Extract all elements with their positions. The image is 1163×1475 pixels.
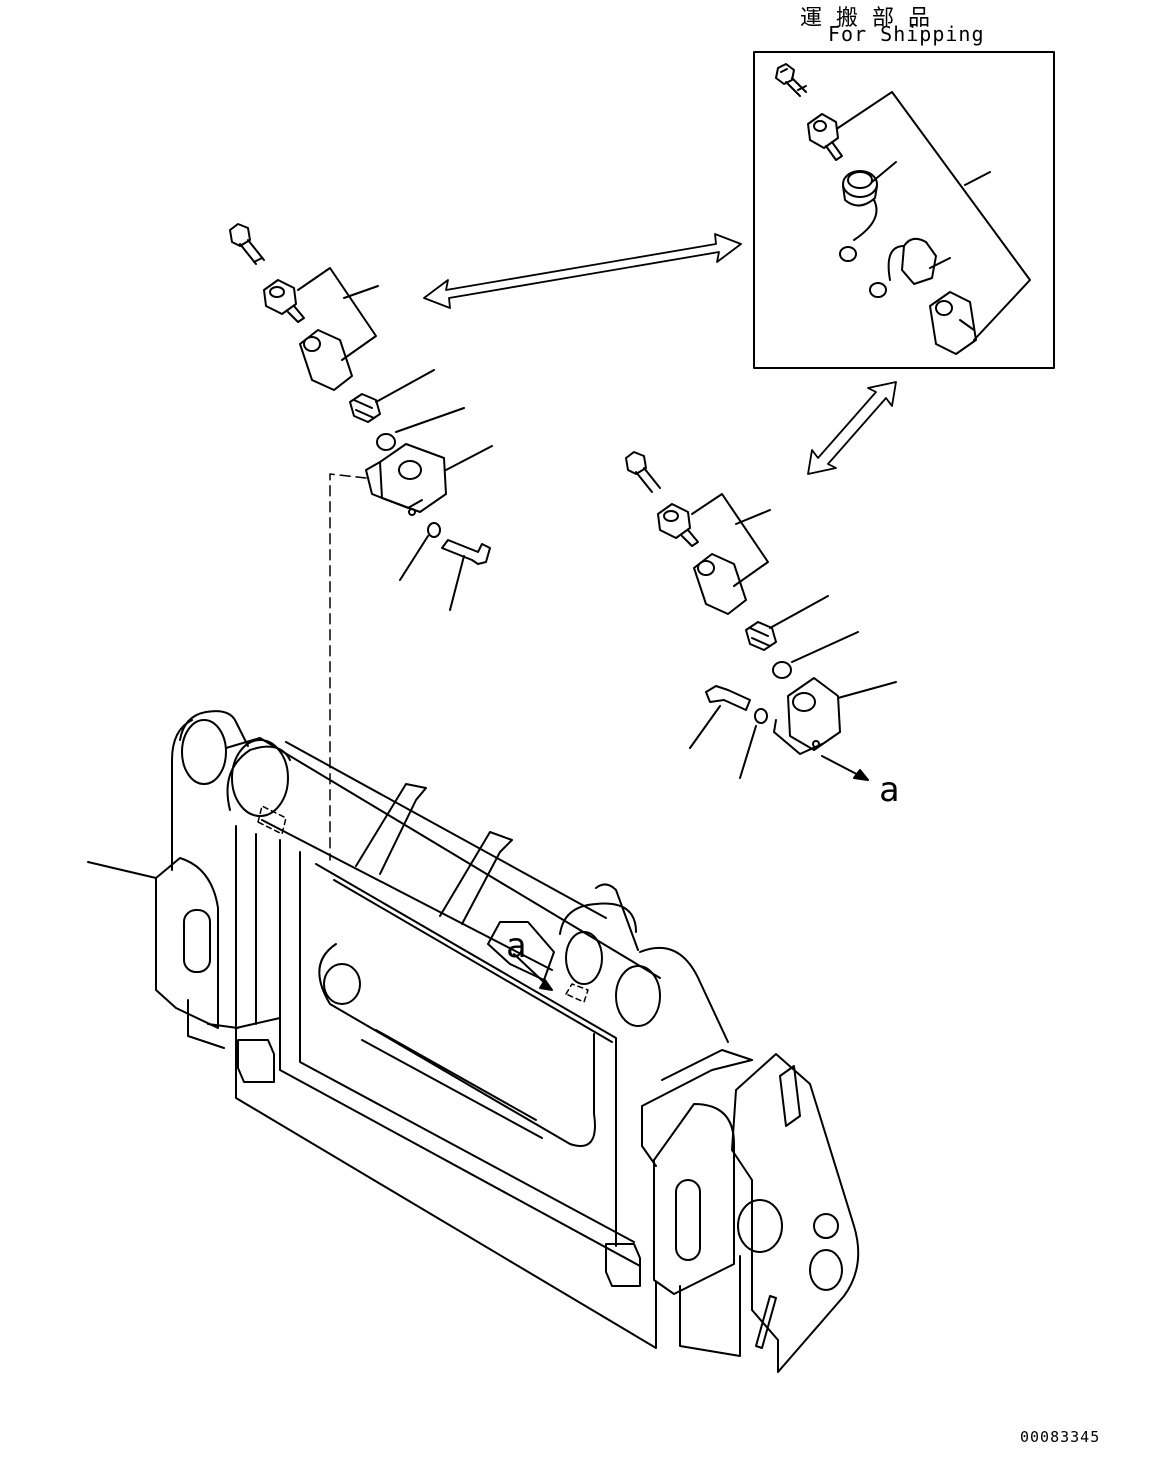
dust-cap-icon <box>839 170 878 262</box>
right-assembly <box>625 451 897 781</box>
fitting-icon <box>657 503 699 547</box>
grease-nipple-icon <box>625 451 661 493</box>
bolt-icon <box>705 685 751 711</box>
detail-callout-right: a <box>879 770 900 810</box>
o-ring-icon <box>376 433 396 451</box>
quick-coupler-frame <box>87 710 860 1373</box>
fitting-icon <box>807 113 843 161</box>
adapter-icon <box>349 393 381 423</box>
o-ring-icon <box>772 661 792 679</box>
washer-icon <box>427 522 441 538</box>
adapter-icon <box>745 621 777 651</box>
mounting-block-icon <box>365 443 447 516</box>
detail-callout-frame: a <box>506 926 527 966</box>
shipping-title-japanese: 運搬部品 <box>800 6 945 31</box>
phantom-line <box>329 473 367 861</box>
leader-lines <box>689 493 897 779</box>
drawing-number: 00083345 <box>1020 1428 1101 1446</box>
shipping-parts-group <box>753 51 1055 369</box>
transfer-arrows <box>423 233 897 475</box>
pointer-arrowhead <box>539 979 553 991</box>
pointer-arrowhead <box>853 769 869 781</box>
fitting-icon <box>263 279 305 323</box>
coupler-icon <box>693 553 747 615</box>
washer-icon <box>754 708 768 724</box>
dust-plug-icon <box>869 237 937 298</box>
coupler-icon <box>299 329 353 391</box>
coupler-icon <box>929 291 977 355</box>
grease-nipple-icon <box>229 223 265 265</box>
grease-nipple-icon <box>775 63 807 97</box>
mounting-block-icon <box>773 677 841 755</box>
bolt-icon <box>441 539 491 565</box>
double-arrow-upper <box>423 233 742 309</box>
upper-left-assembly <box>229 223 493 861</box>
leader-lines <box>297 267 493 611</box>
shipping-title-english: For Shipping <box>828 22 985 46</box>
leader-lines <box>837 91 1031 341</box>
double-arrow-lower <box>807 381 897 475</box>
shipping-box-frame <box>753 51 1055 369</box>
